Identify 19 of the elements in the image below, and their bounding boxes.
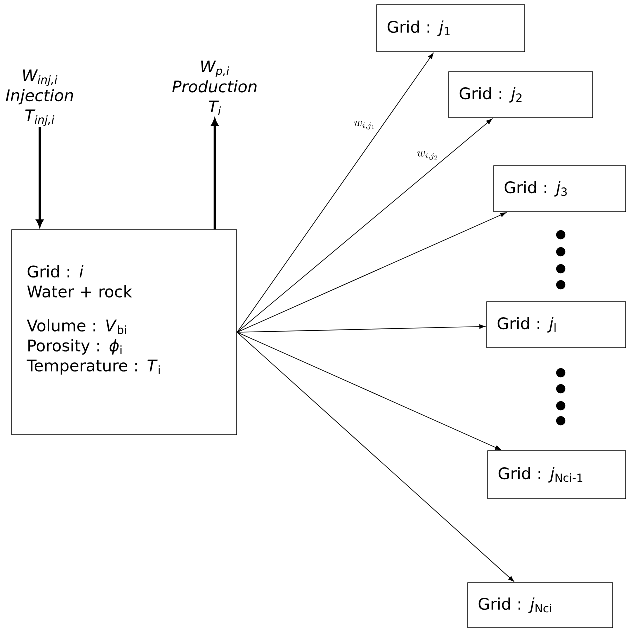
grid-box: Grid : j$_{1}$ [376, 4, 526, 52]
arrow [237, 332, 514, 582]
arrow [237, 53, 434, 333]
grid-box: Grid : j$_{Nci}$ [468, 582, 614, 628]
edge-label: $w_{i,j_1}$ [353, 120, 377, 131]
arrow [237, 324, 486, 333]
flow-label: W$_{p,i}$ Production T$_{i}$ [172, 60, 257, 116]
arrow [237, 332, 502, 450]
arrow [237, 119, 492, 333]
arrow [36, 127, 44, 228]
edge-label: $w_{i,j_2}$ [416, 150, 440, 162]
grid-box: Grid : i Water + rock Volume : V$_{bi}$ Porosity : ϕ$_{i}$ Temperature : T$_{i}$ [12, 230, 238, 436]
grid-box: Grid : j$_{Nci-1}$ [488, 450, 626, 500]
arrow [237, 212, 506, 333]
grid-box: Grid : j$_{3}$ [494, 166, 626, 212]
grid-box: Grid : j$_{2}$ [448, 72, 594, 118]
flow-label: W$_{inj,i}$ Injection T$_{inj,i}$ [6, 70, 74, 126]
grid-box: Grid : j$_{l}$ [486, 302, 626, 348]
arrow [211, 118, 219, 230]
